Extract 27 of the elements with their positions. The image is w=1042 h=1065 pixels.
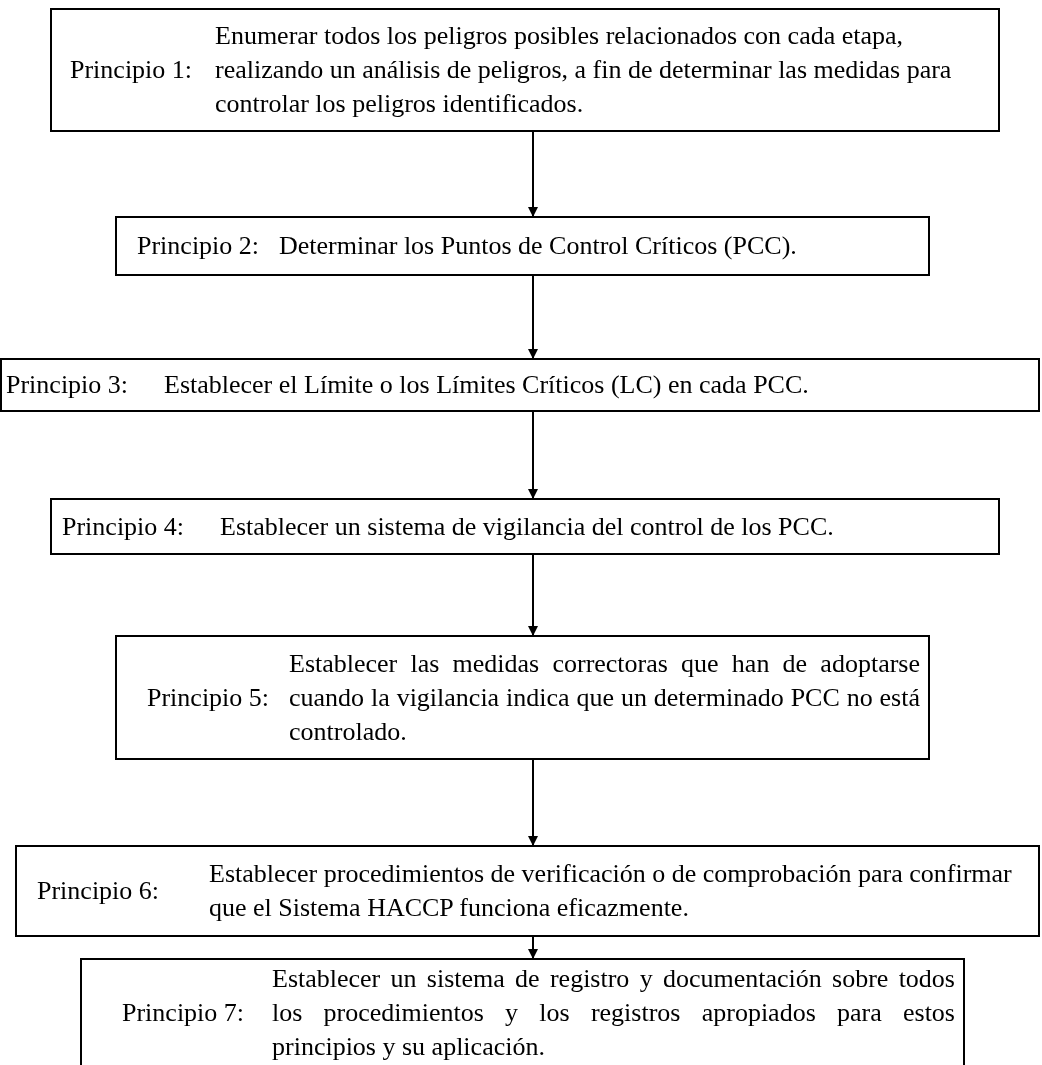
step-label: Principio 3: <box>6 369 130 401</box>
step-label: Principio 7: <box>122 996 246 1029</box>
process-box <box>80 958 965 1065</box>
step-label: Principio 5: <box>147 681 271 714</box>
step-description: Establecer un sistema de registro y documentación sobre todos los procedimientos y los registros apropiados para estos principios y su aplicación. <box>272 962 955 1063</box>
process-box <box>15 845 1040 937</box>
process-box <box>115 635 930 760</box>
arrow <box>528 275 538 359</box>
step-label: Principio 1: <box>70 54 194 86</box>
step-description: Determinar los Puntos de Control Críticos (PCC). <box>279 230 798 262</box>
step-description: Establecer un sistema de vigilancia del control de los PCC. <box>220 510 835 543</box>
step-label: Principio 6: <box>37 875 161 907</box>
process-box <box>0 358 1040 412</box>
step-description: Establecer las medidas correctoras que han de adoptarse cuando la vigilancia indica que un determinado PCC no está controlado. <box>289 647 920 748</box>
arrow <box>528 554 538 636</box>
step-description: Enumerar todos los peligros posibles relacionados con cada etapa, realizando un análisis de peligros, a fin de determinar las medidas para controlar los peligros identificados. <box>215 20 953 120</box>
process-box <box>115 216 930 276</box>
process-box <box>50 8 1000 132</box>
arrow <box>528 936 538 959</box>
process-box <box>50 498 1000 555</box>
step-description: Establecer el Límite o los Límites Críticos (LC) en cada PCC. <box>164 369 810 401</box>
arrow <box>528 131 538 217</box>
step-label: Principio 2: <box>137 230 261 262</box>
arrow <box>528 759 538 846</box>
step-label: Principio 4: <box>62 510 186 543</box>
step-description: Establecer procedimientos de verificación o de comprobación para confirmar que el Sistema HACCP funciona eficazmente. <box>209 858 1013 924</box>
arrow <box>528 411 538 499</box>
